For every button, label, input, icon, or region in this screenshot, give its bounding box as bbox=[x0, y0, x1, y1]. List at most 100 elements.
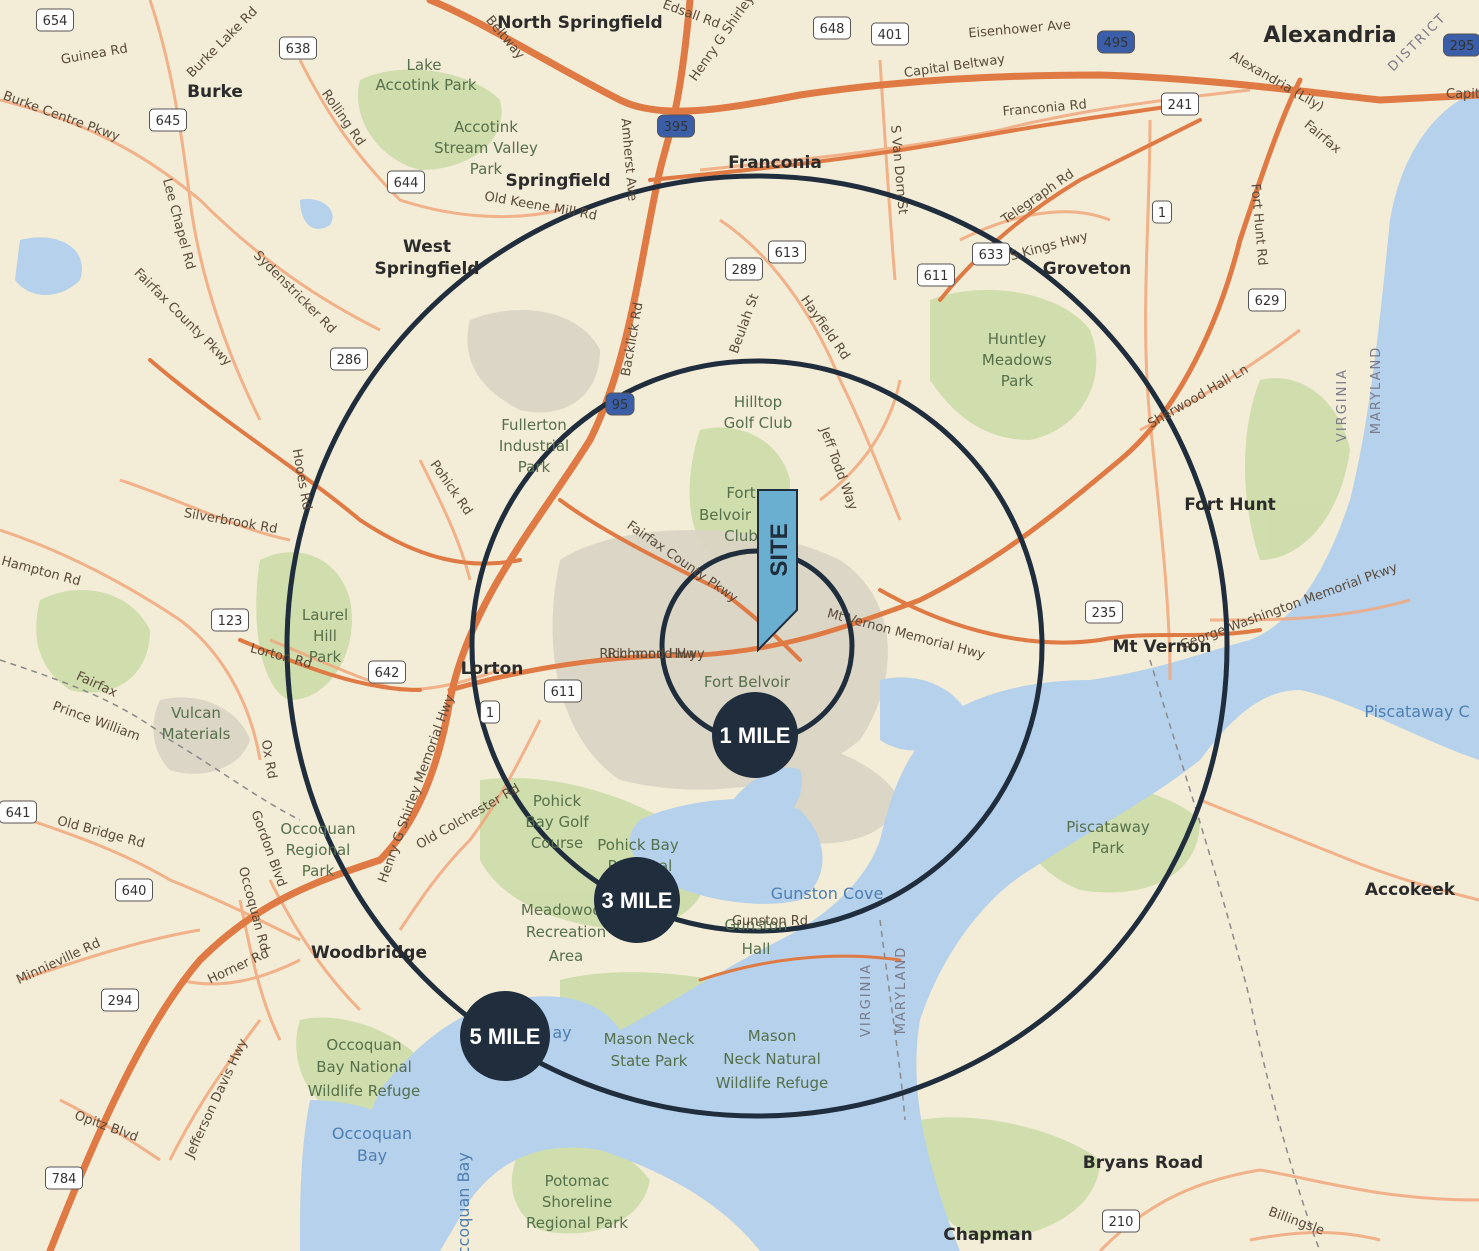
park-label-fbgc-3: Club bbox=[724, 527, 758, 545]
route-shield-label: 644 bbox=[394, 176, 419, 191]
park-label-lake-accotink-2: Accotink Park bbox=[375, 76, 476, 94]
park-label-mnnwr-1: Mason bbox=[748, 1027, 797, 1045]
route-shield-label: 1 bbox=[486, 706, 494, 721]
park-label-laurel-2: Hill bbox=[313, 627, 337, 645]
park-label-obnwr-1: Occoquan bbox=[326, 1036, 401, 1054]
park-label-fort-belvoir: Fort Belvoir bbox=[704, 673, 791, 691]
park-label-meadowood-2: Recreation bbox=[526, 923, 606, 941]
route-shield-r210-icon: 210 bbox=[1102, 1209, 1140, 1233]
park-label-accotink-sv-2: Stream Valley bbox=[434, 139, 538, 157]
park-label-vulcan-1: Vulcan bbox=[171, 704, 221, 722]
place-label-bryans-road: Bryans Road bbox=[1083, 1153, 1203, 1173]
park-label-huntley-1: Huntley bbox=[988, 330, 1047, 348]
site-label: SITE bbox=[766, 523, 793, 576]
water-label-occoquan-bay-1: Occoquan bbox=[332, 1124, 412, 1143]
water-label-piscataway-creek: Piscataway C bbox=[1364, 702, 1469, 721]
place-label-burke: Burke bbox=[187, 82, 243, 102]
route-shield-label: 1 bbox=[1158, 206, 1166, 221]
park-label-vulcan-2: Materials bbox=[162, 725, 231, 743]
road-label-richmond-hwy-n: Richmond Hwy bbox=[599, 647, 697, 662]
ring-3-label: 3 MILE bbox=[602, 888, 673, 913]
park-label-mnsp-1: Mason Neck bbox=[604, 1030, 695, 1048]
park-label-laurel-1: Laurel bbox=[302, 606, 348, 624]
route-shield-label: 294 bbox=[108, 994, 133, 1009]
ring-5-label: 5 MILE bbox=[470, 1024, 541, 1049]
place-label-west-springfield-2: Springfield bbox=[374, 259, 479, 279]
route-shield-r241-icon: 241 bbox=[1161, 92, 1199, 116]
route-shield-i495-icon: 495 bbox=[1097, 30, 1135, 54]
park-label-potomac-2: Shoreline bbox=[542, 1193, 612, 1211]
road-label-franconia-rd: Franconia Rd bbox=[1002, 97, 1087, 119]
park-label-piscataway-1: Piscataway bbox=[1066, 818, 1150, 836]
park-label-accotink-sv-1: Accotink bbox=[454, 118, 518, 136]
place-label-franconia: Franconia bbox=[728, 153, 822, 173]
route-shield-label: 395 bbox=[664, 120, 689, 135]
park-label-meadowood-1: Meadowood bbox=[521, 901, 611, 919]
water-bodies bbox=[15, 90, 1479, 1251]
route-shield-r611-icon: 611 bbox=[544, 679, 582, 703]
place-label-accokeek: Accokeek bbox=[1365, 880, 1456, 900]
park-label-huntley-3: Park bbox=[1001, 372, 1034, 390]
place-label-west-springfield-1: West bbox=[403, 237, 451, 257]
route-shield-r648-icon: 648 bbox=[813, 16, 851, 40]
route-shield-label: 289 bbox=[732, 263, 757, 278]
route-shield-label: 640 bbox=[122, 884, 147, 899]
route-shield-label: 654 bbox=[43, 14, 68, 29]
route-shield-label: 495 bbox=[1104, 36, 1129, 51]
park-label-fullerton-1: Fullerton bbox=[501, 416, 567, 434]
route-shield-r633-icon: 633 bbox=[972, 242, 1010, 266]
park-label-lake-accotink-1: Lake bbox=[407, 56, 442, 74]
park-label-gunston-1: Gunston bbox=[724, 916, 787, 934]
route-shield-r640-icon: 640 bbox=[115, 878, 153, 902]
boundary-lines bbox=[0, 659, 1321, 1251]
road-label-amherst-ave: Amherst Ave bbox=[617, 118, 639, 202]
park-label-fullerton-2: Industrial bbox=[499, 437, 569, 455]
route-shield-r289-icon: 289 bbox=[725, 257, 763, 281]
route-shield-i295-icon: 295 bbox=[1443, 33, 1479, 57]
route-shield-label: 611 bbox=[924, 269, 949, 284]
route-shield-label: 241 bbox=[1168, 98, 1193, 113]
park-label-mnsp-2: State Park bbox=[611, 1052, 688, 1070]
route-shield-r784-icon: 784 bbox=[45, 1166, 83, 1190]
route-shield-us1-icon: 1 bbox=[1152, 200, 1172, 224]
route-shield-label: 633 bbox=[979, 248, 1004, 263]
road-label-ox-rd: Ox Rd bbox=[258, 739, 280, 780]
place-label-springfield: Springfield bbox=[505, 171, 610, 191]
place-label-north-springfield: North Springfield bbox=[497, 13, 662, 33]
ring-3-mile bbox=[469, 358, 1045, 934]
military-base-area bbox=[153, 310, 900, 844]
park-label-laurel-3: Park bbox=[309, 648, 342, 666]
park-label-fbgc-2: Belvoir bbox=[699, 506, 752, 524]
place-label-chapman: Chapman bbox=[943, 1225, 1033, 1245]
place-label-groveton: Groveton bbox=[1043, 259, 1132, 279]
route-shield-r235-icon: 235 bbox=[1085, 600, 1123, 624]
route-shield-label: 611 bbox=[551, 685, 576, 700]
site-marker[interactable]: SITE bbox=[757, 489, 798, 653]
park-label-accotink-sv-3: Park bbox=[470, 160, 503, 178]
water-label-gunston-cove: Gunston Cove bbox=[771, 884, 884, 903]
ring-5-badge: 5 MILE bbox=[460, 991, 550, 1081]
route-shield-us1s-icon: 1 bbox=[480, 700, 500, 724]
park-label-obnwr-3: Wildlife Refuge bbox=[308, 1082, 421, 1100]
route-shield-r644-icon: 644 bbox=[387, 170, 425, 194]
park-label-occoquan-rp-2: Regional bbox=[286, 841, 351, 859]
route-shield-label: 95 bbox=[612, 398, 629, 413]
route-shield-r638-icon: 638 bbox=[279, 36, 317, 60]
route-shield-r611n-icon: 611 bbox=[917, 263, 955, 287]
park-label-pohick-golf-2: Bay Golf bbox=[525, 813, 589, 831]
water-label-occoquan-bay-v: Occoquan Bay bbox=[454, 1152, 473, 1251]
road-label-richmond-hwy: Richmond Hwy bbox=[607, 647, 705, 662]
route-shield-label: 123 bbox=[218, 614, 243, 629]
park-label-pohick-bay-1: Pohick Bay bbox=[597, 836, 679, 854]
park-label-potomac-3: Regional Park bbox=[526, 1214, 628, 1232]
route-shield-label: 645 bbox=[156, 114, 181, 129]
route-shield-r613-icon: 613 bbox=[768, 240, 806, 264]
site-pin-icon bbox=[757, 489, 798, 653]
park-label-mnnwr-2: Neck Natural bbox=[723, 1050, 820, 1068]
park-label-fbgc-1: Fort bbox=[726, 484, 755, 502]
place-label-lorton: Lorton bbox=[461, 659, 524, 679]
route-shield-r641-icon: 641 bbox=[0, 800, 37, 824]
route-shield-r401-icon: 401 bbox=[871, 22, 909, 46]
ring-3-badge: 3 MILE bbox=[594, 857, 680, 943]
